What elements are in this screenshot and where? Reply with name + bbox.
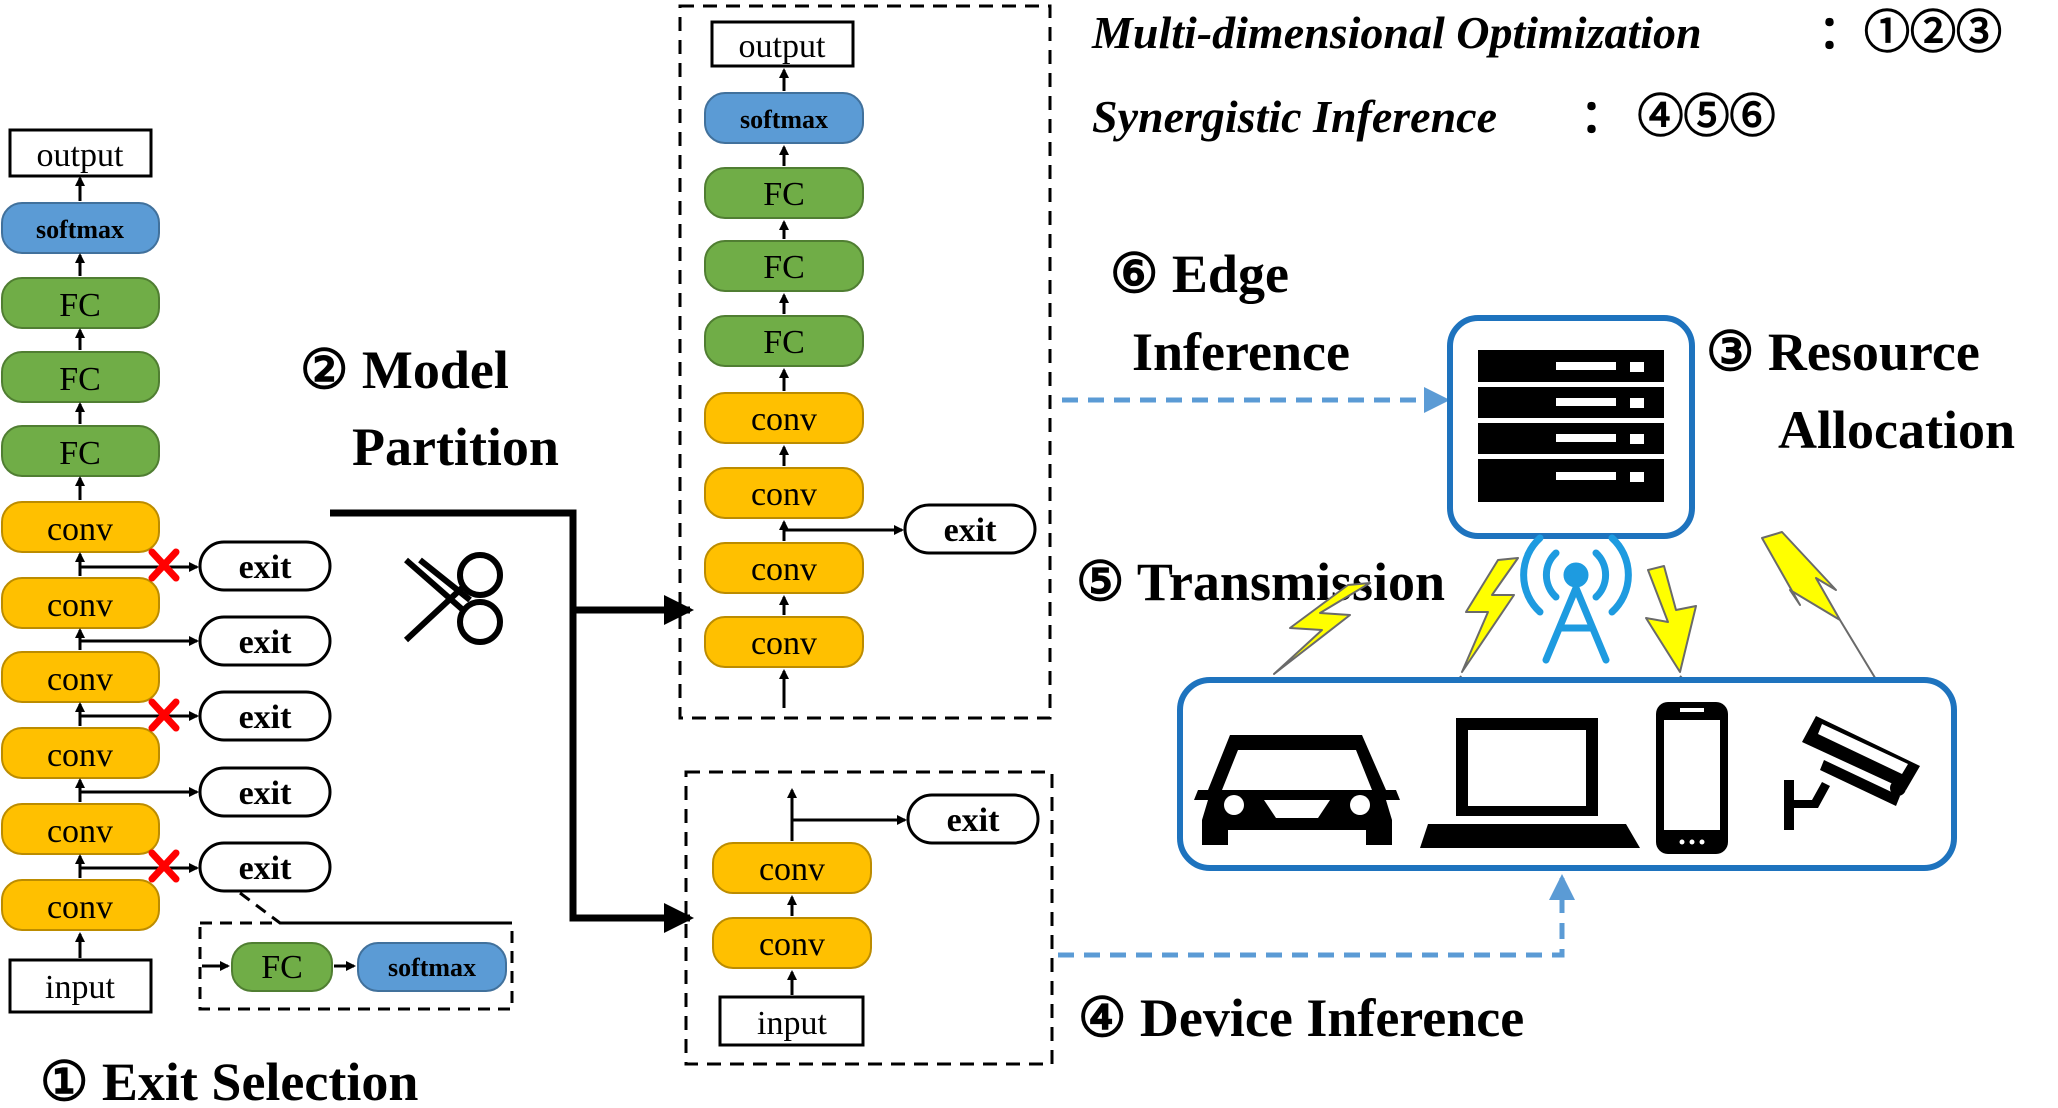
edge-conv-layer-3 xyxy=(704,542,864,594)
left-fc-label-1: FC xyxy=(59,287,101,324)
edge-fc-layer-3 xyxy=(704,315,864,367)
edge-fc-label-3: FC xyxy=(763,324,805,361)
edge-output-box xyxy=(710,20,855,68)
edge-fc-label-2: FC xyxy=(763,249,805,286)
edge-conv-label-2: conv xyxy=(751,476,817,513)
step-model-partition-1: ② Model xyxy=(300,340,509,400)
left-model: output softmax FC FC FC conv conv conv c… xyxy=(1,128,514,1014)
legend-optimization-marks: ：①②③ xyxy=(1818,7,2002,58)
exit-detail-softmax-label: softmax xyxy=(388,953,476,982)
device-conv-layer-1 xyxy=(712,842,872,894)
device-conv-layer-2 xyxy=(712,917,872,969)
edge-softmax-layer xyxy=(704,92,864,144)
step-edge-inference-2: Inference xyxy=(1132,322,1350,382)
device-model: conv conv input exit xyxy=(684,770,1054,1066)
exit-detail-fc-label: FC xyxy=(261,949,303,986)
exit-detail-fc xyxy=(231,942,333,992)
edge-conv-label-1: conv xyxy=(751,401,817,438)
partition-arrows xyxy=(330,509,694,933)
left-conv-label-5: conv xyxy=(47,813,113,850)
left-softmax-label: softmax xyxy=(36,215,124,244)
edge-conv-layer-1 xyxy=(704,392,864,444)
left-exit-label-1: exit xyxy=(239,549,293,586)
left-input-box xyxy=(8,958,153,1014)
edge-fc-layer-1 xyxy=(704,167,864,219)
device-to-edge-flow xyxy=(1058,874,1575,958)
antenna-icon xyxy=(1520,534,1632,664)
step-device-inference: ④ Device Inference xyxy=(1078,988,1524,1048)
left-exit-2 xyxy=(198,615,332,667)
edge-exit xyxy=(903,503,1037,555)
edge-exit-label: exit xyxy=(944,512,998,549)
left-output-label: output xyxy=(37,137,124,174)
car-icon xyxy=(1194,735,1400,845)
lightning-icon xyxy=(1273,531,1841,675)
server-icon xyxy=(1478,350,1664,502)
left-exit-label-2: exit xyxy=(239,624,293,661)
edge-model: output softmax FC FC FC conv conv conv c… xyxy=(678,4,1052,720)
device-model-frame xyxy=(684,770,1054,1066)
left-exit-5 xyxy=(198,841,332,893)
left-exit-3 xyxy=(198,690,332,742)
edge-fc-label-1: FC xyxy=(763,176,805,213)
edge-conv-label-4: conv xyxy=(751,625,817,662)
edge-softmax-label: softmax xyxy=(740,105,828,134)
step-resource-allocation-1: ③ Resource xyxy=(1706,322,1980,382)
camera-icon xyxy=(1784,716,1920,830)
device-input-label: input xyxy=(757,1005,827,1042)
scissors-icon xyxy=(403,552,503,645)
left-exit-branches xyxy=(80,562,199,873)
left-conv-label-1: conv xyxy=(47,511,113,548)
exit-detail-connector xyxy=(239,891,510,925)
left-fc-label-2: FC xyxy=(59,361,101,398)
edge-server xyxy=(1447,315,1695,539)
edge-model-frame xyxy=(678,4,1052,720)
step-transmission: ⑤ Transmission xyxy=(1076,552,1445,612)
left-conv-label-6: conv xyxy=(47,889,113,926)
left-conv-label-4: conv xyxy=(47,737,113,774)
phone-icon xyxy=(1656,702,1728,854)
devices-group xyxy=(1177,677,1957,871)
left-conv-label-2: conv xyxy=(47,587,113,624)
cross-icon xyxy=(148,548,180,883)
left-exit-label-4: exit xyxy=(239,775,293,812)
legend-synergy: Synergistic Inference xyxy=(1092,91,1497,142)
step-resource-allocation-2: Allocation xyxy=(1778,400,2015,460)
device-conv-label-1: conv xyxy=(759,851,825,888)
step-exit-selection: ① Exit Selection xyxy=(40,1052,418,1108)
left-exit-label-5: exit xyxy=(239,850,293,887)
step-edge-inference-1: ⑥ Edge xyxy=(1110,244,1289,304)
edge-conv-label-3: conv xyxy=(751,551,817,588)
device-input-box xyxy=(718,995,865,1047)
left-exit-1 xyxy=(198,540,332,592)
edge-conv-layer-4 xyxy=(704,616,864,668)
legend-optimization: Multi-dimensional Optimization xyxy=(1091,7,1702,58)
legend-synergy-marks: ： ④⑤⑥ xyxy=(1580,91,1776,142)
left-conv-label-3: conv xyxy=(47,661,113,698)
device-exit xyxy=(906,793,1040,845)
edge-fc-layer-2 xyxy=(704,240,864,292)
device-exit-label: exit xyxy=(947,802,1001,839)
left-exit-4 xyxy=(198,766,332,818)
edge-output-label: output xyxy=(739,28,826,65)
left-input-label: input xyxy=(45,969,115,1006)
step-model-partition-2: Partition xyxy=(352,417,559,477)
left-conv-layer-6 xyxy=(1,879,160,931)
device-conv-label-2: conv xyxy=(759,926,825,963)
left-exit-label-3: exit xyxy=(239,699,293,736)
laptop-icon xyxy=(1420,718,1640,848)
edge-conv-layer-2 xyxy=(704,467,864,519)
left-fc-label-3: FC xyxy=(59,435,101,472)
exit-detail-softmax xyxy=(357,942,507,992)
